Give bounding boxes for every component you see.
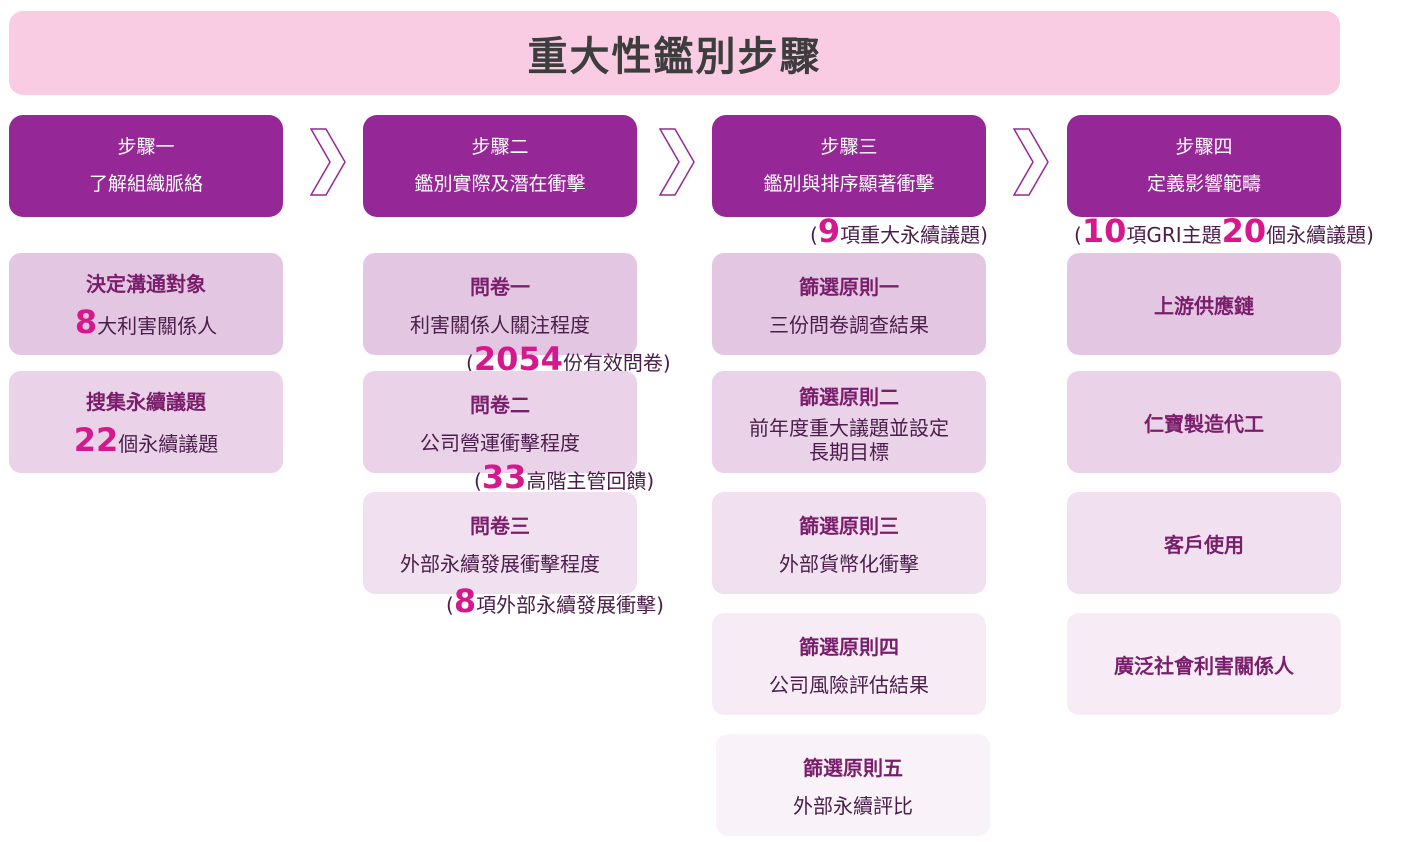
highlight-number: 8 [74, 302, 98, 341]
box-count-text: 大利害關係人 [97, 313, 218, 338]
step-desc: 了解組織脈絡 [88, 173, 203, 195]
col3-note: (9項重大永續議題) [810, 212, 988, 250]
col4-box-customer: 客戶使用 [1067, 492, 1341, 594]
note-paren: ( [466, 351, 474, 375]
box-desc: 公司風險評估結果 [769, 672, 929, 697]
col2-note-3: (8項外部永續發展衝擊) [446, 582, 664, 620]
col2-box-survey-3: 問卷三 外部永續發展衝擊程度 [363, 492, 637, 594]
note-text: 高階主管回饋) [526, 469, 655, 493]
step-label: 步驟三 [820, 136, 878, 158]
step-header-1: 步驟一 了解組織脈絡 [9, 115, 283, 217]
box-desc: 三份問卷調查結果 [769, 312, 929, 337]
step-label: 步驟一 [117, 136, 175, 158]
col2-box-survey-1: 問卷一 利害關係人關注程度 [363, 253, 637, 355]
col3-box-principle-4: 篩選原則四 公司風險評估結果 [712, 613, 986, 715]
col1-box-issues: 搜集永續議題 22個永續議題 [9, 371, 283, 473]
box-count: 8大利害關係人 [75, 303, 217, 341]
box-title: 仁寶製造代工 [1144, 411, 1264, 436]
box-title: 篩選原則四 [799, 634, 899, 659]
col3-box-principle-5: 篩選原則五 外部永續評比 [716, 734, 990, 836]
box-title: 問卷二 [470, 392, 530, 417]
highlight-number: 10 [1081, 212, 1127, 250]
step-header-3: 步驟三 鑑別與排序顯著衝擊 [712, 115, 986, 217]
col4-note: (10項GRI主題20個永續議題) [1074, 212, 1374, 250]
col2-note-2: (33高階主管回饋) [474, 458, 654, 496]
box-title: 問卷一 [470, 274, 530, 299]
col3-box-principle-2: 篩選原則二 前年度重大議題並設定 長期目標 [712, 371, 986, 473]
note-text: 個永續議題) [1266, 223, 1374, 247]
step-desc: 鑑別實際及潛在衝擊 [414, 173, 586, 195]
chevron-right-icon [310, 128, 346, 196]
box-title: 篩選原則五 [803, 755, 903, 780]
box-desc: 外部永續評比 [793, 793, 913, 818]
box-desc: 公司營運衝擊程度 [420, 430, 580, 455]
note-paren: ( [810, 223, 818, 247]
col4-box-society: 廣泛社會利害關係人 [1067, 613, 1341, 715]
page-title: 重大性鑑別步驟 [527, 34, 822, 80]
note-paren: ( [446, 593, 454, 617]
note-paren: ( [474, 469, 482, 493]
step-header-4: 步驟四 定義影響範疇 [1067, 115, 1341, 217]
step-desc: 定義影響範疇 [1146, 173, 1261, 195]
highlight-number: 33 [481, 458, 527, 496]
box-title: 問卷三 [470, 513, 530, 538]
col2-box-survey-2: 問卷二 公司營運衝擊程度 [363, 371, 637, 473]
box-title: 客戶使用 [1164, 532, 1244, 557]
highlight-number: 9 [817, 212, 841, 250]
note-text: 項重大永續議題) [840, 223, 988, 247]
note-text: 項GRI主題 [1126, 223, 1222, 247]
box-desc: 外部永續發展衝擊程度 [400, 551, 600, 576]
step-label: 步驟二 [471, 136, 529, 158]
title-banner: 重大性鑑別步驟 [9, 11, 1340, 95]
note-text: 項外部永續發展衝擊) [476, 593, 664, 617]
col4-box-upstream: 上游供應鏈 [1067, 253, 1341, 355]
box-title: 篩選原則二 [799, 384, 899, 409]
box-count-text: 個永續議題 [118, 431, 219, 456]
col4-box-manufacturing: 仁寶製造代工 [1067, 371, 1341, 473]
box-desc: 外部貨幣化衝擊 [779, 551, 919, 576]
box-title: 搜集永續議題 [86, 389, 206, 414]
col3-box-principle-3: 篩選原則三 外部貨幣化衝擊 [712, 492, 986, 594]
box-title: 篩選原則三 [799, 513, 899, 538]
box-title: 決定溝通對象 [86, 271, 206, 296]
col3-box-principle-1: 篩選原則一 三份問卷調查結果 [712, 253, 986, 355]
box-title: 篩選原則一 [799, 274, 899, 299]
chevron-right-icon [1013, 128, 1049, 196]
note-paren: ( [1074, 223, 1082, 247]
box-title: 廣泛社會利害關係人 [1114, 653, 1294, 678]
step-header-2: 步驟二 鑑別實際及潛在衝擊 [363, 115, 637, 217]
box-desc: 前年度重大議題並設定 [749, 415, 949, 440]
highlight-number: 22 [73, 420, 119, 459]
box-desc-line2: 長期目標 [809, 439, 889, 464]
step-desc: 鑑別與排序顯著衝擊 [763, 173, 935, 195]
chevron-right-icon [659, 128, 695, 196]
highlight-number: 20 [1221, 212, 1267, 250]
box-count: 22個永續議題 [74, 421, 219, 459]
box-desc: 利害關係人關注程度 [410, 312, 590, 337]
highlight-number: 8 [453, 582, 477, 620]
step-label: 步驟四 [1175, 136, 1233, 158]
col1-box-stakeholders: 決定溝通對象 8大利害關係人 [9, 253, 283, 355]
box-title: 上游供應鏈 [1154, 293, 1254, 318]
